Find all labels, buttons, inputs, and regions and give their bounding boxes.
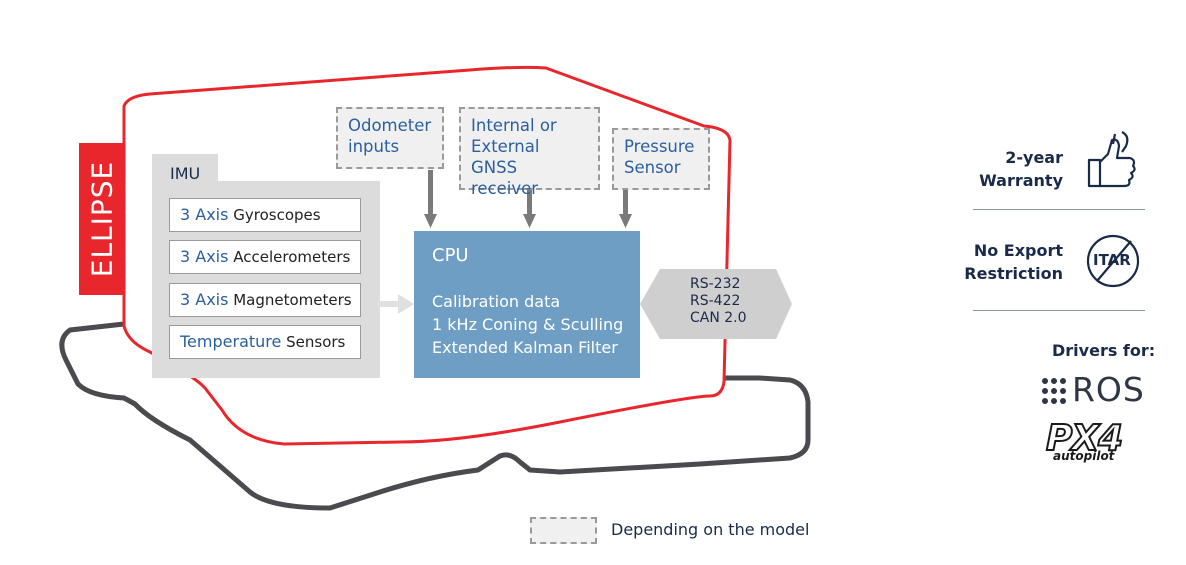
comm-interface: CAN 2.0 (690, 310, 747, 326)
comm-interface-arrow (640, 269, 792, 339)
cpu-line: 1 kHz Coning & Sculling (432, 315, 624, 334)
sensor-temperature: Temperature Sensors (169, 325, 361, 359)
product-name: ELLIPSE (85, 160, 118, 278)
warranty-text: 2-year Warranty (960, 146, 1063, 192)
ros-dots-icon (1042, 378, 1066, 404)
sensor-gyroscopes: 3 Axis Gyroscopes (169, 198, 361, 232)
cpu-line: Extended Kalman Filter (432, 338, 618, 357)
gnss-line-3: GNSS receiver (471, 158, 539, 198)
sensor-accent: 3 Axis (180, 205, 229, 224)
pressure-input-box: Pressure Sensor (612, 128, 710, 190)
export-line-1: No Export (973, 241, 1063, 260)
drivers-label: Drivers for: (1052, 341, 1156, 360)
gnss-input-box: Internal or External GNSS receiver (459, 107, 600, 198)
device-base-outline (59, 321, 811, 511)
comm-interfaces: RS-232 RS-422 CAN 2.0 (690, 276, 747, 327)
sensor-accelerometers: 3 Axis Accelerometers (169, 240, 361, 274)
sensor-label: Accelerometers (228, 248, 351, 266)
itar-badge: ITAR (1093, 251, 1131, 269)
cpu-block: CPU Calibration data 1 kHz Coning & Scul… (414, 231, 640, 378)
comm-interface: RS-232 (690, 276, 741, 292)
cpu-title: CPU (432, 245, 469, 266)
pressure-line-2: Sensor (624, 158, 681, 177)
product-name-tab: ELLIPSE (79, 143, 124, 295)
odometer-input-box: Odometer inputs (336, 107, 444, 169)
divider (973, 209, 1145, 210)
imu-label: IMU (170, 164, 201, 183)
sensor-accent: 3 Axis (180, 247, 229, 266)
legend-text: Depending on the model (611, 520, 810, 539)
odometer-line-2: inputs (348, 137, 400, 156)
sensor-accent: 3 Axis (180, 290, 229, 309)
comm-interface: RS-422 (690, 293, 741, 309)
sensor-magnetometers: 3 Axis Magnetometers (169, 283, 361, 317)
warranty-line-2: Warranty (979, 171, 1063, 190)
sensor-accent: Temperature (180, 332, 282, 351)
sensor-label: Sensors (281, 333, 346, 351)
odometer-line-1: Odometer (348, 116, 432, 135)
px4-logo-text: PX4 (1045, 417, 1124, 460)
pressure-line-1: Pressure (624, 137, 695, 156)
sensor-label: Magnetometers (228, 291, 352, 309)
gnss-line-1: Internal or (471, 116, 557, 135)
export-line-2: Restriction (964, 264, 1063, 283)
input-arrows (424, 170, 632, 228)
divider (973, 310, 1145, 311)
sensor-label: Gyroscopes (228, 206, 321, 224)
itar-no-icon (1086, 234, 1140, 288)
export-text: No Export Restriction (950, 239, 1063, 285)
cpu-line: Calibration data (432, 292, 561, 311)
legend-swatch (530, 517, 597, 544)
gnss-line-2: External (471, 137, 540, 156)
thumbs-up-wrench-icon (1087, 131, 1136, 188)
ros-logo-text: ROS (1072, 370, 1145, 409)
warranty-line-1: 2-year (1005, 148, 1063, 167)
imu-to-cpu-arrow (378, 294, 414, 314)
px4-logo-subtext: autopilot (1053, 449, 1115, 463)
